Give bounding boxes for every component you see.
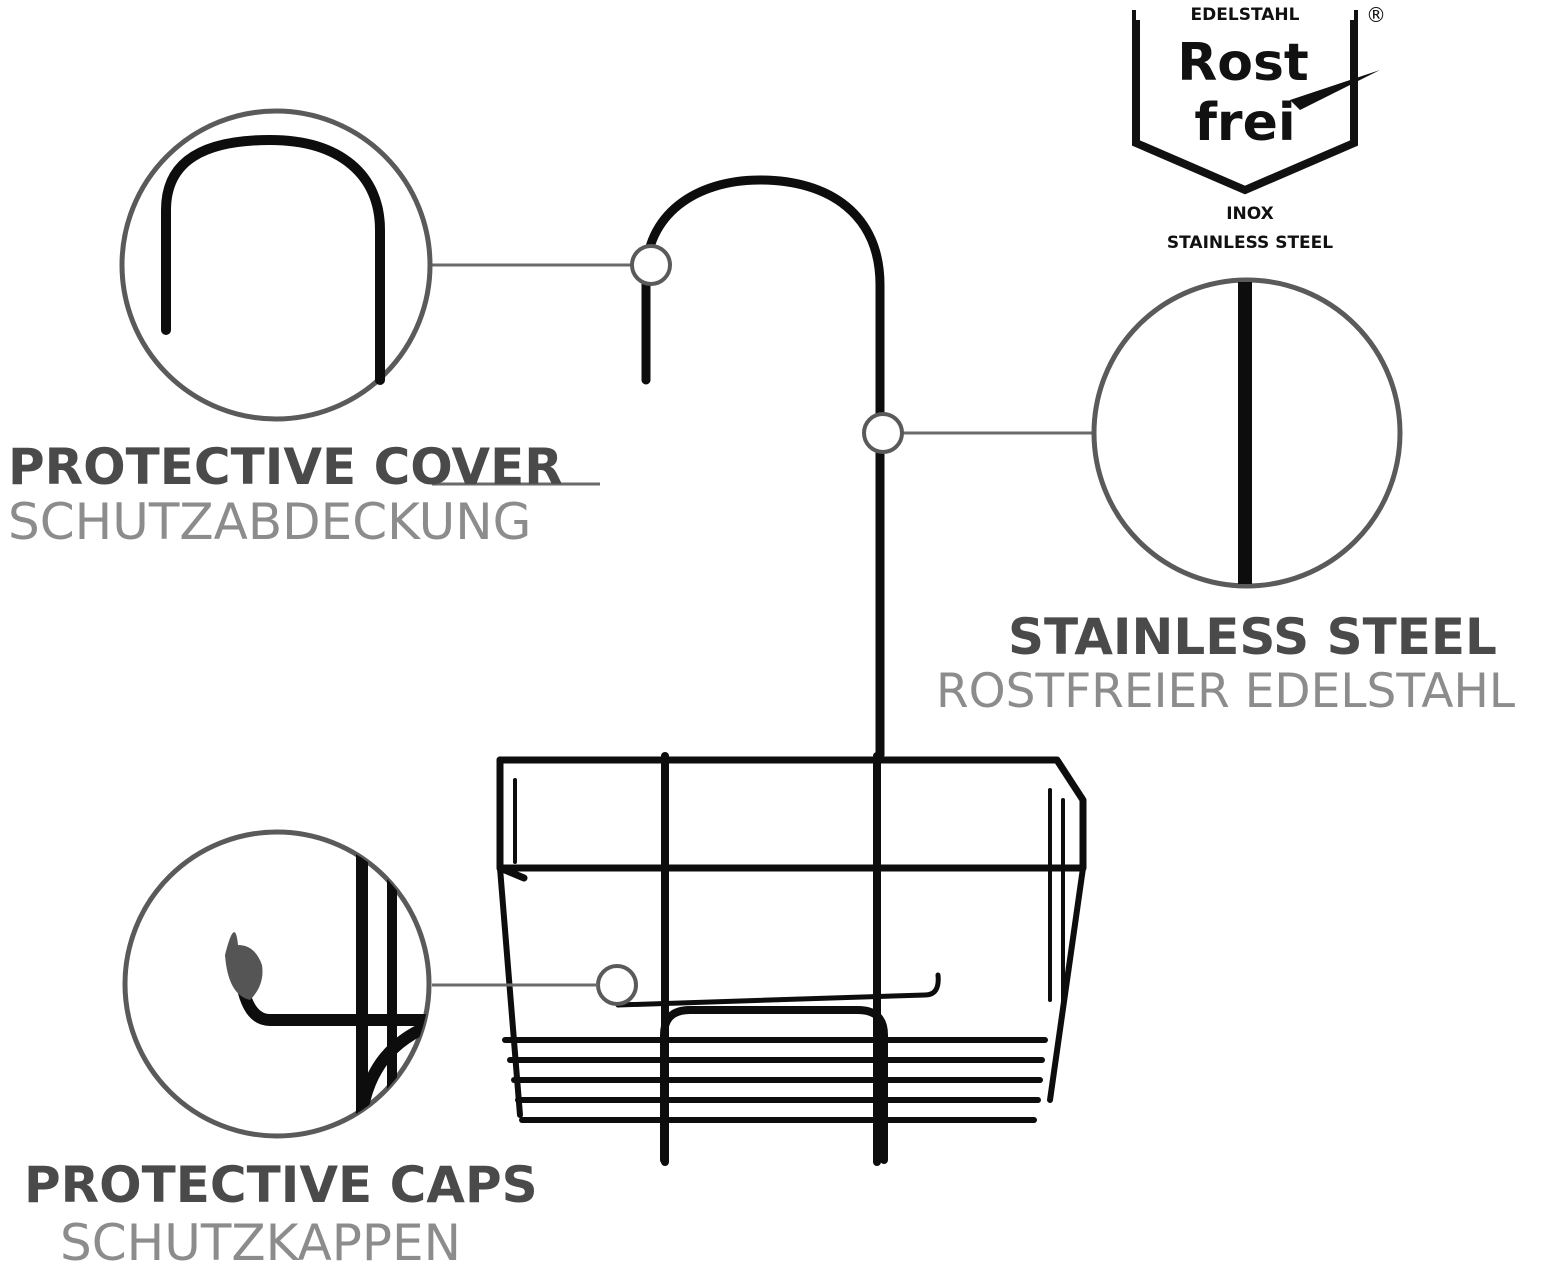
stainless-steel-subtitle: ROSTFREIER EDELSTAHL — [936, 664, 1516, 719]
callout-dot-caps — [596, 964, 638, 1006]
basket-top-rim — [496, 756, 1087, 872]
hanging-hook — [641, 175, 885, 760]
protective-cover-subtitle: SCHUTZABDECKUNG — [8, 493, 532, 551]
rostfrei-shield-logo — [1132, 4, 1380, 195]
callout-dot-cover — [630, 244, 672, 286]
shower-caddy-illustration — [496, 175, 1087, 1166]
badge-brand-line2: frei — [1194, 93, 1295, 153]
badge-sub-line1: INOX — [1226, 204, 1274, 224]
basket-front-frame — [496, 756, 528, 882]
rod-detail-icon — [1091, 277, 1403, 589]
protective-cover-title: PROTECTIVE COVER — [8, 438, 563, 496]
hook-detail-icon — [119, 108, 433, 422]
badge-registered-mark: ® — [1366, 3, 1386, 27]
badge-brand-line1: Rost — [1177, 33, 1309, 93]
badge-sub-line2: STAINLESS STEEL — [1166, 233, 1334, 253]
protective-caps-subtitle: SCHUTZKAPPEN — [60, 1214, 462, 1272]
cap-detail-icon — [122, 829, 432, 1139]
callout-dot-steel — [862, 412, 904, 454]
badge-top-text: EDELSTAHL — [1191, 5, 1300, 25]
stainless-steel-title: STAINLESS STEEL — [1008, 608, 1497, 666]
protective-caps-title: PROTECTIVE CAPS — [24, 1156, 538, 1214]
